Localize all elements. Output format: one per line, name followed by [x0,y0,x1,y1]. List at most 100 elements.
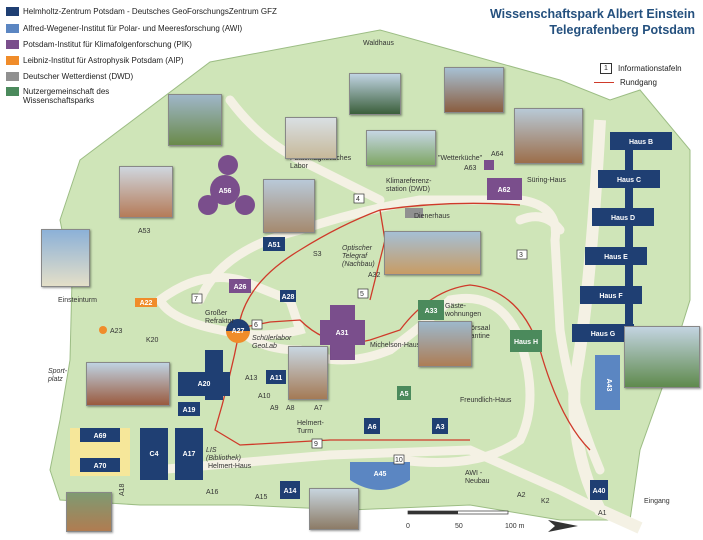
photo-palaeomag [285,117,337,159]
label-a45: A45 [374,471,387,478]
label-a69: A69 [94,433,107,440]
legend-gfz: Helmholtz-Zentrum Potsdam - Deutsches Ge… [6,7,277,16]
label-a40: A40 [593,488,606,495]
bldg-a51[interactable] [263,237,285,251]
bldg-a5[interactable] [397,386,411,400]
label-haus-e: Haus E [604,254,628,261]
haus-d[interactable] [592,208,654,226]
label-a19: A19 [183,407,196,414]
label-haus-h: Haus H [514,339,538,346]
bldg-a56[interactable] [198,155,255,215]
label-a22: A22 [140,300,153,307]
info-legend: 1 Informationstafeln Rundgang [577,63,682,87]
rundgang-row: Rundgang [577,78,682,87]
info-marker-icon: 1 [600,63,612,74]
bldg-a17[interactable] [175,428,203,480]
label-sportplatz: Sport-platz [47,368,68,383]
legend-swatch [6,72,19,81]
bldg-a43[interactable] [595,355,620,410]
photo-a26 [119,166,173,218]
label-haus-c: Haus C [617,177,641,184]
label-a56: A56 [219,188,232,195]
marker-7: 7 [194,296,198,303]
scale-100: 100 m [505,523,525,530]
scale-50: 50 [455,523,463,530]
bldg-a19[interactable] [178,402,200,416]
label-a32: A32 [368,272,381,279]
bldg-haus-h[interactable] [510,330,542,352]
legend-nutzer: Nutzergemeinschaft des Wissenschaftspark… [6,87,166,105]
bldg-a33[interactable] [418,300,444,320]
label-helmert-turm: Helmert-Turm [297,420,325,435]
label-a14: A14 [284,488,297,495]
photo-a45 [309,488,359,530]
label-einsteinturm: Einsteinturm [58,297,97,304]
legend-awi: Alfred-Wegener-Institut für Polar- und M… [6,24,242,33]
bldg-a62[interactable] [487,178,522,200]
bldg-a6[interactable] [364,418,380,434]
info-tafeln-label: Informationstafeln [618,64,682,73]
rundgang-line-icon [594,82,614,83]
label-k2: K2 [541,498,550,505]
label-freundlich: Freundlich-Haus [460,397,512,404]
label-michelson: Michelson-Haus [370,342,421,349]
label-wetterkueche: "Wetterküche" [438,155,483,162]
marker-6: 6 [254,322,258,329]
gfz-haus-column [572,132,672,342]
legend-swatch [6,7,19,16]
bldg-a23[interactable] [99,326,107,334]
legend-dwd: Deutscher Wetterdienst (DWD) [6,72,133,81]
bldg-a3[interactable] [432,418,448,434]
photo-einsteinturm [41,229,90,287]
label-a53: A53 [138,228,151,235]
label-a23: A23 [110,328,123,335]
label-gaeste: Gäste-wohnungen [444,303,481,318]
info-tafeln-row: 1 Informationstafeln [577,63,682,74]
label-a28: A28 [282,294,295,301]
title-line-2: Telegrafenberg Potsdam [549,23,695,37]
label-haus-g: Haus G [591,331,616,338]
bldg-a69[interactable] [80,428,120,442]
haus-b[interactable] [610,132,672,150]
label-klimaref: Klimareferenz-station (DWD) [386,178,432,193]
label-k20: K20 [146,337,159,344]
label-a2: A2 [517,492,526,499]
scale-0: 0 [406,523,410,530]
bldg-a40[interactable] [590,480,608,500]
bldg-a11[interactable] [266,370,286,384]
label-a62: A62 [498,187,511,194]
legend-label: Leibniz-Institut für Astrophysik Potsdam… [23,56,184,65]
label-lis: LIS(Bibliothek) [206,447,241,462]
buildings [70,155,620,500]
label-a33: A33 [425,308,438,315]
photo-waldhaus [349,73,401,115]
label-a18: A18 [119,483,126,496]
bldg-a28[interactable] [280,290,296,302]
label-a31: A31 [336,330,349,337]
bldg-a22[interactable] [135,298,157,307]
photo-a16 [66,492,112,532]
bldg-a31[interactable] [320,305,365,360]
bldg-a70[interactable] [80,458,120,472]
bldg-a26[interactable] [229,279,251,293]
label-a27: A27 [232,328,245,335]
photo-haus-b [514,108,583,164]
legend-label: Nutzergemeinschaft des Wissenschaftspark… [23,87,110,105]
bldg-a14[interactable] [280,481,300,499]
label-a64: A64 [491,151,504,158]
photo-klimaref [366,130,436,166]
label-helmert-haus: Helmert-Haus [208,463,252,470]
bldg-c4[interactable] [140,428,168,480]
haus-g[interactable] [572,324,634,342]
legend-label: Helmholtz-Zentrum Potsdam - Deutsches Ge… [23,7,277,16]
bldg-a45[interactable] [350,462,410,490]
legend-swatch [6,24,19,33]
legend-swatch [6,40,19,49]
label-a70: A70 [94,463,107,470]
label-dienerhaus: Dienerhaus [414,213,450,220]
label-a51: A51 [268,242,281,249]
